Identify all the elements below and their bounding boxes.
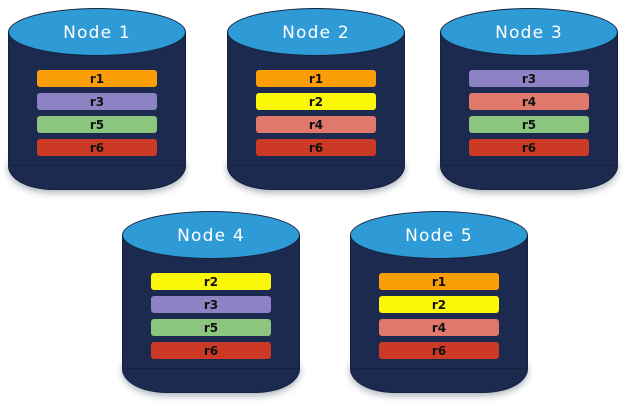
node-4-cylinder-top: Node 4 bbox=[122, 211, 300, 259]
node-5-replica-list: r1 r2 r4 r6 bbox=[350, 273, 528, 359]
node-1-replica-list: r1 r3 r5 r6 bbox=[8, 70, 186, 156]
node-4[interactable]: Node 4 r2 r3 r5 r6 bbox=[122, 211, 300, 393]
node-5-replica-r1[interactable]: r1 bbox=[379, 273, 499, 290]
node-2-replica-r1[interactable]: r1 bbox=[256, 70, 376, 87]
node-1-replica-r6[interactable]: r6 bbox=[37, 139, 157, 156]
node-3-label: Node 3 bbox=[495, 23, 563, 43]
node-4-replica-r5[interactable]: r5 bbox=[151, 319, 271, 336]
node-5-cylinder-top: Node 5 bbox=[350, 211, 528, 259]
node-1-replica-r3[interactable]: r3 bbox=[37, 93, 157, 110]
node-1-label: Node 1 bbox=[63, 23, 131, 43]
node-2[interactable]: Node 2 r1 r2 r4 r6 bbox=[227, 8, 405, 190]
node-5-replica-r4[interactable]: r4 bbox=[379, 319, 499, 336]
node-3-replica-r5[interactable]: r5 bbox=[469, 116, 589, 133]
node-5-label: Node 5 bbox=[405, 226, 473, 246]
node-2-replica-r4[interactable]: r4 bbox=[256, 116, 376, 133]
node-1-replica-r5[interactable]: r5 bbox=[37, 116, 157, 133]
node-3-replica-r6[interactable]: r6 bbox=[469, 139, 589, 156]
node-2-replica-list: r1 r2 r4 r6 bbox=[227, 70, 405, 156]
node-4-replica-r2[interactable]: r2 bbox=[151, 273, 271, 290]
node-3-replica-r3[interactable]: r3 bbox=[469, 70, 589, 87]
node-2-replica-r2[interactable]: r2 bbox=[256, 93, 376, 110]
node-3-cylinder-top: Node 3 bbox=[440, 8, 618, 56]
node-3-replica-list: r3 r4 r5 r6 bbox=[440, 70, 618, 156]
node-5-replica-r6[interactable]: r6 bbox=[379, 342, 499, 359]
node-1[interactable]: Node 1 r1 r3 r5 r6 bbox=[8, 8, 186, 190]
node-5-replica-r2[interactable]: r2 bbox=[379, 296, 499, 313]
node-4-replica-r6[interactable]: r6 bbox=[151, 342, 271, 359]
node-3-replica-r4[interactable]: r4 bbox=[469, 93, 589, 110]
node-3[interactable]: Node 3 r3 r4 r5 r6 bbox=[440, 8, 618, 190]
node-2-replica-r6[interactable]: r6 bbox=[256, 139, 376, 156]
node-5[interactable]: Node 5 r1 r2 r4 r6 bbox=[350, 211, 528, 393]
node-2-cylinder-top: Node 2 bbox=[227, 8, 405, 56]
node-1-replica-r1[interactable]: r1 bbox=[37, 70, 157, 87]
node-4-replica-r3[interactable]: r3 bbox=[151, 296, 271, 313]
node-2-label: Node 2 bbox=[282, 23, 350, 43]
node-1-cylinder-top: Node 1 bbox=[8, 8, 186, 56]
node-4-replica-list: r2 r3 r5 r6 bbox=[122, 273, 300, 359]
node-4-label: Node 4 bbox=[177, 226, 245, 246]
